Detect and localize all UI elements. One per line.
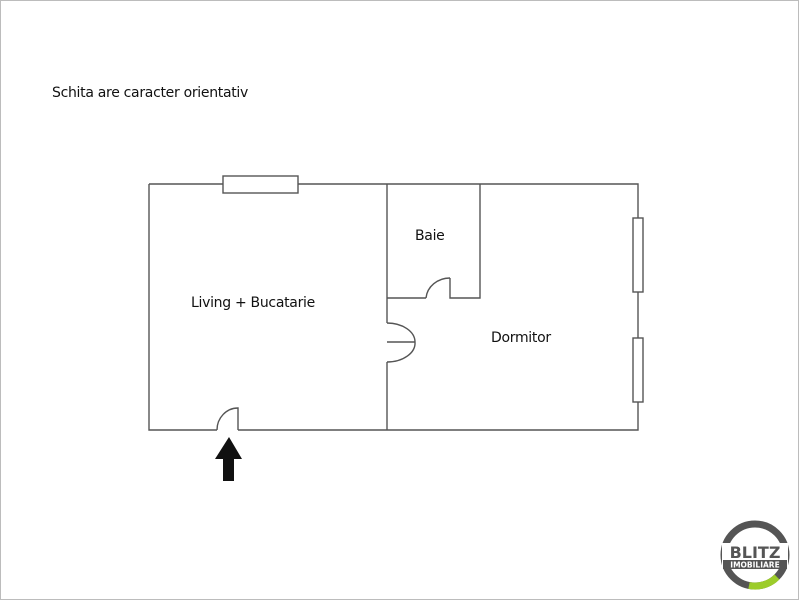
bathroom-door [425, 277, 451, 299]
room-label-bathroom: Baie [415, 228, 445, 244]
blitz-logo: BLITZ IMOBILIARE [720, 520, 790, 590]
disclaimer-note: Schita are caracter orientativ [52, 85, 249, 101]
room-label-bedroom: Dormitor [491, 330, 551, 346]
entry-door [216, 407, 239, 431]
arrow-up-icon [215, 437, 242, 481]
double-door [386, 322, 416, 363]
window-top [222, 175, 299, 194]
window-right-1 [632, 217, 644, 293]
room-label-living: Living + Bucatarie [191, 295, 315, 311]
logo-text-blitz: BLITZ [730, 543, 781, 562]
window-right-2 [632, 337, 644, 403]
logo-text-imobiliare: IMOBILIARE [730, 561, 779, 570]
bathroom-wall [387, 184, 481, 299]
outer-wall [148, 183, 639, 431]
